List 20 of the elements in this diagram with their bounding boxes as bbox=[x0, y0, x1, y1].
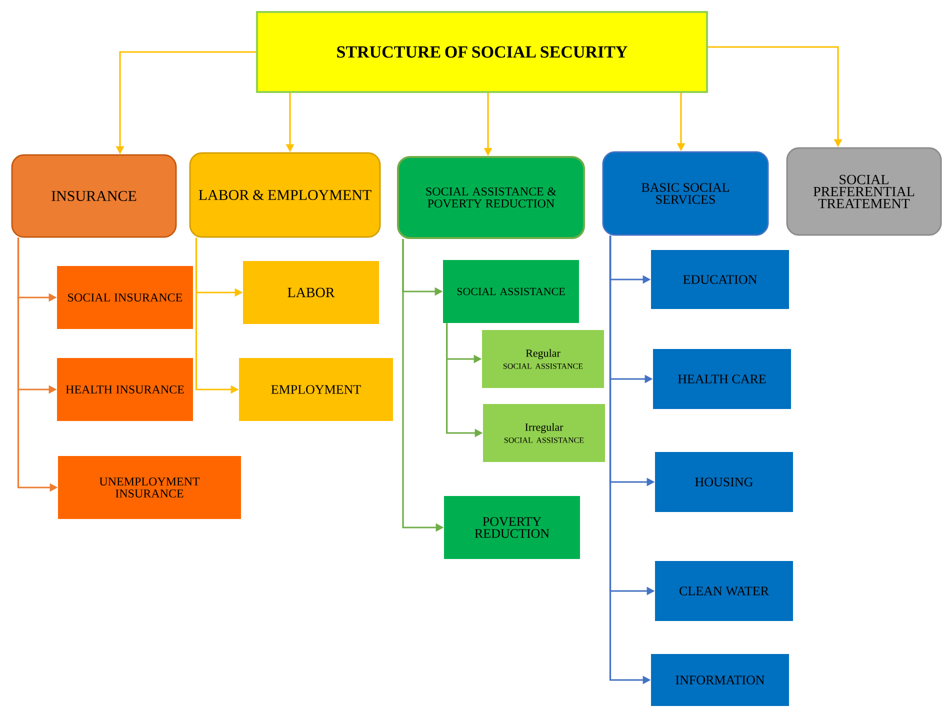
category-box: BASIC SOCIAL SERVICES bbox=[602, 151, 769, 236]
item-box: POVERTY REDUCTION bbox=[444, 496, 580, 559]
item-box: Irregular SOCIAL ASSISTANCE bbox=[483, 404, 605, 462]
category-box: SOCIAL PREFERENTIAL TREATEMENT bbox=[786, 147, 942, 236]
item-box: HEALTH INSURANCE bbox=[57, 358, 193, 421]
item-box: UNEMPLOYMENT INSURANCE bbox=[58, 456, 241, 519]
title-box: STRUCTURE OF SOCIAL SECURITY bbox=[256, 11, 708, 93]
item-box: EMPLOYMENT bbox=[239, 358, 393, 421]
item-box: CLEAN WATER bbox=[655, 561, 793, 621]
item-box: LABOR bbox=[243, 261, 379, 324]
item-box: SOCIAL ASSISTANCE bbox=[443, 260, 579, 323]
category-box: INSURANCE bbox=[11, 154, 177, 238]
item-box: EDUCATION bbox=[651, 250, 789, 309]
category-box: LABOR & EMPLOYMENT bbox=[189, 152, 381, 238]
item-box: INFORMATION bbox=[651, 654, 789, 706]
item-box: HOUSING bbox=[655, 452, 793, 512]
item-box: HEALTH CARE bbox=[653, 349, 791, 409]
item-box: SOCIAL INSURANCE bbox=[57, 266, 193, 329]
item-box: Regular SOCIAL ASSISTANCE bbox=[482, 330, 604, 388]
category-box: SOCIAL ASSISTANCE & POVERTY REDUCTION bbox=[397, 156, 585, 239]
